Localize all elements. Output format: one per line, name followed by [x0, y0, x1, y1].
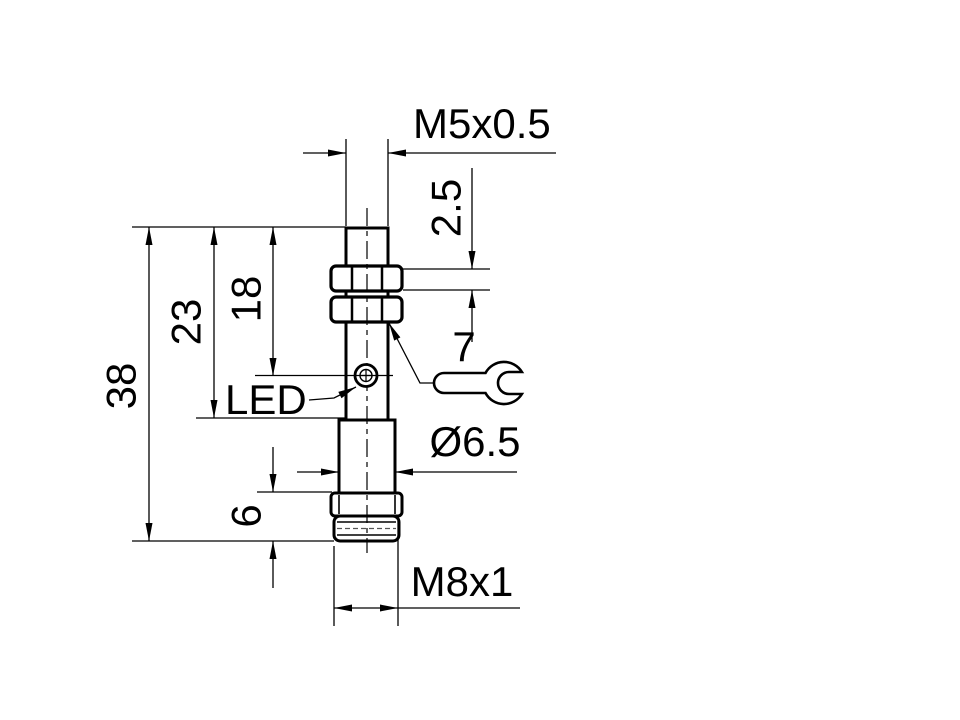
- label-top-thread: M5x0.5: [413, 100, 551, 147]
- arrowhead: [395, 468, 413, 476]
- label-connector-height: 6: [223, 504, 270, 527]
- arrowhead: [269, 541, 277, 559]
- arrowhead: [389, 323, 401, 341]
- dimension-connector-diameter: Ø6.5: [297, 418, 521, 476]
- dimension-connector-thread: M8x1: [333, 521, 520, 626]
- dimension-nut-thickness: 2.5: [403, 168, 490, 342]
- arrowhead: [210, 400, 218, 418]
- arrowhead: [468, 290, 476, 308]
- arrowhead: [380, 604, 398, 612]
- arrowhead: [269, 358, 277, 376]
- wrench-icon: [432, 360, 525, 406]
- label-led-position: 18: [223, 276, 270, 323]
- wrench-callout: 7: [388, 322, 525, 406]
- label-wrench-size: 7: [452, 323, 475, 370]
- dimension-connector-height: 6: [223, 447, 332, 588]
- label-body-length: 23: [163, 299, 210, 346]
- dimension-top-thread: M5x0.5: [303, 100, 556, 226]
- arrowhead: [338, 387, 356, 399]
- arrowhead: [269, 474, 277, 492]
- sensor-body: [329, 208, 404, 553]
- arrowhead: [145, 227, 153, 245]
- arrowhead: [328, 149, 346, 157]
- arrowhead: [388, 149, 406, 157]
- label-connector-diameter: Ø6.5: [429, 418, 520, 465]
- arrowhead: [321, 468, 339, 476]
- arrowhead: [145, 523, 153, 541]
- arrowhead: [334, 604, 352, 612]
- arrowhead: [468, 251, 476, 269]
- led-callout: LED: [225, 376, 357, 423]
- dimension-left-group: 38 23 18: [98, 226, 393, 542]
- label-nut-thickness: 2.5: [423, 179, 470, 237]
- arrowhead: [210, 227, 218, 245]
- label-led: LED: [225, 376, 307, 423]
- arrowhead: [269, 227, 277, 245]
- label-connector-thread: M8x1: [411, 558, 514, 605]
- label-overall-length: 38: [98, 363, 145, 410]
